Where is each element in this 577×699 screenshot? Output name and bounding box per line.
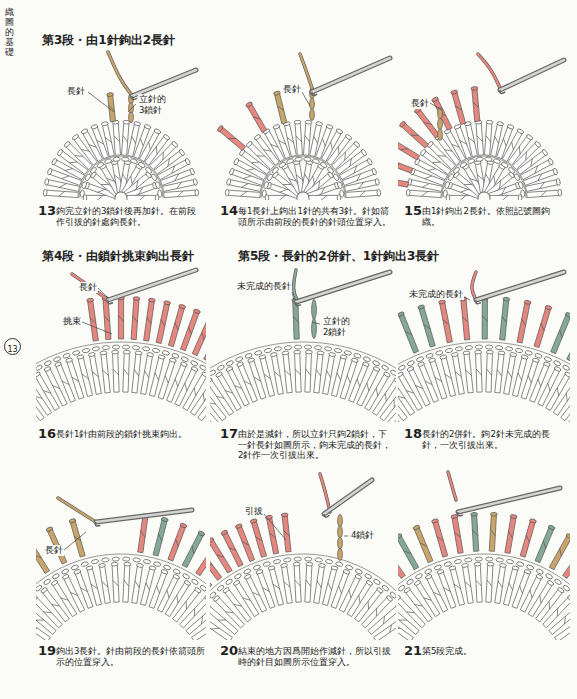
section-heading: 第5段・長針的2併針、1針鉤出3長針	[238, 249, 439, 264]
caption-text: 第5段完成。	[422, 646, 567, 657]
caption-text: 結束的地方因爲開始作減針，所以引拔時的針目如圖所示位置穿入。	[238, 646, 393, 667]
leader-line	[302, 92, 310, 106]
caption-text: 由於是減針，所以立針只鉤2鎖針，下一針長針如圖所示，鉤未完成的長針，2針作一次引…	[238, 429, 393, 461]
part-label: 未完成的長針	[236, 281, 292, 292]
leader-line	[292, 292, 294, 300]
part-label: 未完成的長針	[408, 289, 464, 300]
part-label: 長針	[44, 545, 64, 556]
page-number-circle: 13	[4, 338, 21, 355]
leader-lines	[64, 92, 470, 550]
page-number: 13	[7, 345, 17, 354]
leader-line	[264, 514, 286, 540]
caption-text: 長針1針由前段的鎖針挑束鉤出。	[56, 429, 206, 440]
stitch-figure	[43, 52, 199, 200]
stitch-figure	[210, 474, 396, 640]
part-label: 引拔	[244, 506, 264, 517]
stitch-figure	[398, 54, 564, 200]
leader-line	[312, 322, 320, 324]
leader-line	[88, 92, 114, 112]
leader-line	[344, 536, 348, 537]
callout-number: 21	[404, 643, 422, 659]
part-label: 挑束	[62, 316, 82, 327]
caption-text: 每1長針上鉤出1針的共有3針。針如箭頭所示由前段的長針的針頭位置穿入。	[238, 206, 393, 227]
stitch-figure	[36, 498, 206, 640]
leader-line	[98, 288, 108, 298]
part-label: 長針	[282, 84, 302, 95]
part-label: 長針	[78, 282, 98, 293]
stitch-figure	[398, 272, 570, 422]
part-label: 立針的 2鎖針	[322, 316, 354, 337]
caption-text: 鉤出3長針。針由前段的長針依箭頭所示的位置穿入。	[56, 646, 206, 667]
callout-number: 20	[220, 643, 238, 659]
caption-text: 鉤完立針的3鎖針後再加針。在前段作引拔的針處鉤長針。	[56, 206, 204, 227]
callout-number: 14	[220, 203, 238, 219]
part-label: 立針的 3鎖針	[138, 94, 170, 115]
part-label: 長針	[410, 98, 430, 109]
stitch-figure	[398, 472, 570, 640]
leader-line	[82, 322, 112, 334]
caption-text: 長針的2併針。鉤2針未完成的長針，一次引拔出來。	[422, 429, 567, 450]
part-label: 長針	[66, 86, 86, 97]
callout-number: 13	[38, 203, 56, 219]
running-head: 織圖的基礎	[5, 8, 14, 57]
section-heading: 第3段・由1針鉤出2長針	[42, 33, 175, 48]
callout-number: 16	[38, 426, 56, 442]
leader-line	[430, 103, 442, 110]
callout-number: 19	[38, 643, 56, 659]
section-heading: 第4段・由鎖針挑束鉤出長針	[42, 249, 194, 264]
stitch-figure	[36, 270, 206, 422]
caption-text: 由1針鉤出2長針。依照記號圖鉤織。	[422, 206, 567, 227]
stitch-figure	[217, 54, 390, 200]
callout-number: 18	[404, 426, 422, 442]
part-label: 4鎖針	[350, 530, 375, 541]
leader-line	[64, 532, 86, 550]
callout-number: 17	[220, 426, 238, 442]
leader-line	[128, 104, 136, 112]
callout-number: 15	[404, 203, 422, 219]
stitch-figure	[210, 270, 396, 422]
